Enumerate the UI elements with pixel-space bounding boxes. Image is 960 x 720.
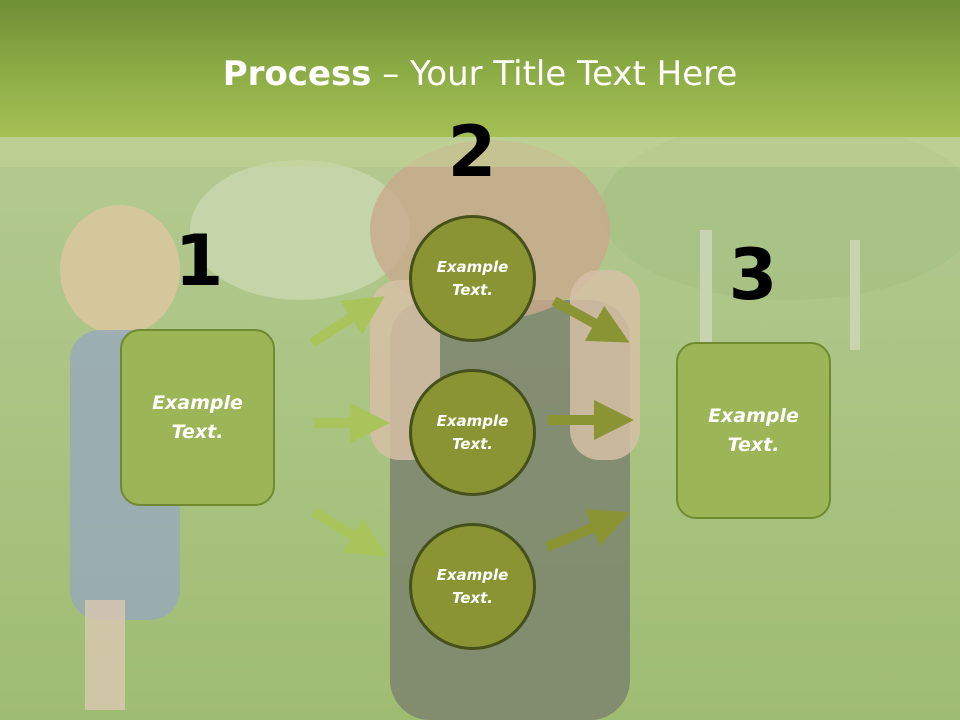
arrow-bottom-to-right — [545, 509, 630, 552]
step-number-3: 3 — [728, 234, 778, 316]
left-step-text: Example Text. — [152, 391, 243, 443]
title-rest: – Your Title Text Here — [371, 54, 738, 94]
circle-middle-text: Example Text. — [436, 411, 509, 453]
title-bar — [0, 0, 960, 137]
circle-bottom[interactable]: Example Text. — [409, 523, 536, 650]
step-number-1: 1 — [174, 220, 224, 302]
circle-bottom-text: Example Text. — [436, 565, 509, 607]
arrow-left-to-top — [309, 296, 385, 348]
title-bold: Process — [222, 54, 372, 94]
circle-top[interactable]: Example Text. — [409, 215, 536, 342]
circle-middle[interactable]: Example Text. — [409, 369, 536, 496]
circle-top-text: Example Text. — [436, 257, 509, 299]
slide-title: Process – Your Title Text Here — [0, 52, 960, 96]
title-band — [0, 137, 960, 167]
right-step-box[interactable]: Example Text. — [676, 342, 831, 519]
arrow-left-to-bottom — [311, 507, 388, 557]
step-number-2: 2 — [447, 111, 497, 193]
arrow-top-to-right — [551, 296, 630, 343]
left-step-box[interactable]: Example Text. — [120, 329, 275, 506]
right-step-text: Example Text. — [708, 404, 799, 456]
